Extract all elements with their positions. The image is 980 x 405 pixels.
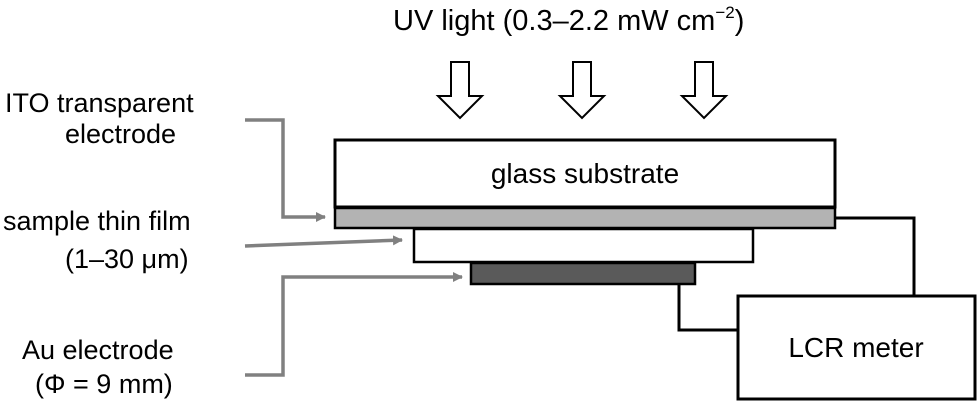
- uv-arrow-icon: [435, 61, 485, 120]
- ito-electrode-label-line2: electrode: [65, 119, 176, 149]
- ito-pointer-arrow: [245, 118, 326, 222]
- sample-film-label-line1: sample thin film: [3, 206, 191, 236]
- sample-film-label-line2: (1–30 μm): [65, 244, 189, 274]
- au-electrode-label-line2: (Φ = 9 mm): [35, 369, 173, 399]
- ito-wire: [835, 216, 916, 296]
- uv-light-label: UV light (0.3–2.2 mW cm−2): [393, 3, 744, 37]
- sample-thin-film: [412, 227, 755, 264]
- uv-arrow-icon: [557, 61, 607, 120]
- glass-substrate-label: glass substrate: [491, 158, 679, 189]
- uv-label-suffix: ): [735, 5, 745, 37]
- au-wire: [677, 284, 738, 332]
- au-electrode: [469, 261, 697, 286]
- uv-arrow-icon: [679, 61, 729, 120]
- au-pointer-arrow: [245, 272, 463, 377]
- lcr-meter-label: LCR meter: [788, 332, 923, 363]
- film-pointer-arrow: [244, 235, 403, 248]
- au-electrode-label-line1: Au electrode: [22, 335, 174, 365]
- ito-layer: [333, 206, 837, 230]
- glass-substrate: [333, 138, 837, 209]
- ito-electrode-label-line1: ITO transparent: [5, 88, 194, 118]
- uv-label-exponent: −2: [715, 3, 734, 22]
- uv-label-prefix: UV light (0.3–2.2 mW cm: [393, 5, 715, 37]
- lcr-meter-box: [736, 294, 977, 401]
